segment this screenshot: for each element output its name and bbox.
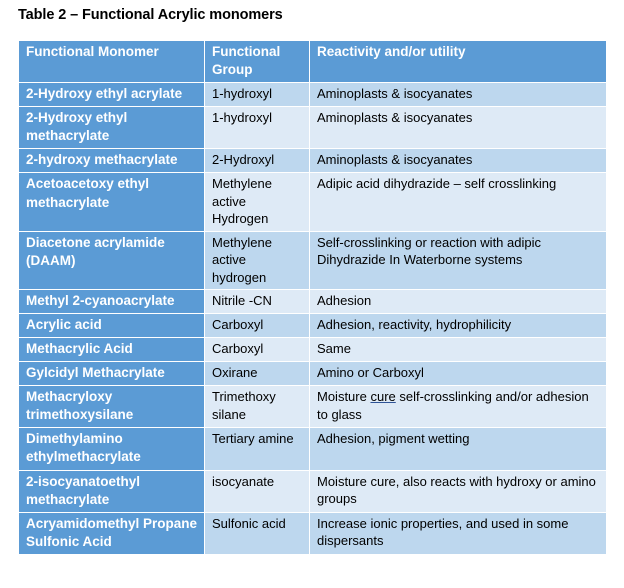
cell-reactivity-utility: Same [309,337,607,363]
cell-functional-group: 1-hydroxyl [204,106,310,150]
cell-reactivity-utility: Adhesion, pigment wetting [309,427,607,471]
cell-functional-group: 1-hydroxyl [204,82,310,108]
cell-functional-group: Sulfonic acid [204,511,310,555]
cell-reactivity-utility: Aminoplasts & isocyanates [309,82,607,108]
cell-functional-monomer: 2-hydroxy methacrylate [18,148,205,174]
cell-reactivity-utility: Moisture cure, also reacts with hydroxy … [309,469,607,513]
cell-functional-monomer: Methacrylic Acid [18,337,205,363]
cell-functional-monomer: Methyl 2-cyanoacrylate [18,288,205,314]
cell-functional-group: isocyanate [204,469,310,513]
cell-functional-monomer: Acetoacetoxy ethyl methacrylate [18,172,205,232]
cell-reactivity-utility: Adhesion [309,288,607,314]
cell-reactivity-utility: Amino or Carboxyl [309,361,607,387]
cell-functional-monomer: 2-Hydroxy ethyl methacrylate [18,106,205,150]
table-caption: Table 2 – Functional Acrylic monomers [18,7,283,23]
cell-reactivity-utility: Moisture cure self-crosslinking and/or a… [309,385,607,429]
cell-reactivity-utility: Adipic acid dihydrazide – self crosslink… [309,172,607,232]
table-header: Functional Monomer Functional Group Reac… [18,39,607,84]
utility-text-underlined: cure [370,389,396,405]
utility-text-after: self-crosslinking and/or adhesion to gla… [317,389,589,422]
cell-functional-monomer: 2-Hydroxy ethyl acrylate [18,82,205,108]
header-row: Functional Monomer Functional Group Reac… [18,39,607,84]
cell-functional-group: Methylene active hydrogen [204,230,310,290]
cell-reactivity-utility: Adhesion, reactivity, hydrophilicity [309,312,607,339]
cell-functional-group: Nitrile -CN [204,288,310,314]
table-container: Functional Monomer Functional Group Reac… [18,39,607,555]
cell-reactivity-utility: Aminoplasts & isocyanates [309,148,607,174]
cell-functional-monomer: Dimethylamino ethylmethacrylate [18,427,205,471]
cell-functional-group: Trimethoxy silane [204,385,310,429]
cell-functional-monomer: Acryamidomethyl Propane Sulfonic Acid [18,511,205,555]
cell-functional-group: Carboxyl [204,337,310,363]
cell-functional-group: Tertiary amine [204,427,310,471]
column-header-functional-monomer: Functional Monomer [18,39,205,84]
cell-functional-group: Oxirane [204,361,310,387]
cell-functional-monomer: Diacetone acrylamide (DAAM) [18,230,205,290]
cell-functional-monomer: 2-isocyanatoethyl methacrylate [18,469,205,513]
column-header-functional-group: Functional Group [204,39,310,84]
table-row: Diacetone acrylamide (DAAM)Methylene act… [18,230,607,290]
cell-functional-monomer: Acrylic acid [18,312,205,339]
column-header-reactivity-utility: Reactivity and/or utility [309,39,607,84]
cell-reactivity-utility: Self-crosslinking or reaction with adipi… [309,230,607,290]
cell-functional-group: Carboxyl [204,312,310,339]
utility-text-before: Moisture [317,389,371,405]
cell-functional-monomer: Methacryloxy trimethoxysilane [18,385,205,429]
functional-acrylic-monomers-table: Functional Monomer Functional Group Reac… [18,39,607,555]
cell-functional-monomer: Gylcidyl Methacrylate [18,361,205,387]
cell-reactivity-utility: Aminoplasts & isocyanates [309,106,607,150]
cell-functional-group: 2-Hydroxyl [204,148,310,174]
cell-reactivity-utility: Increase ionic properties, and used in s… [309,511,607,555]
cell-functional-group: Methylene active Hydrogen [204,172,310,232]
